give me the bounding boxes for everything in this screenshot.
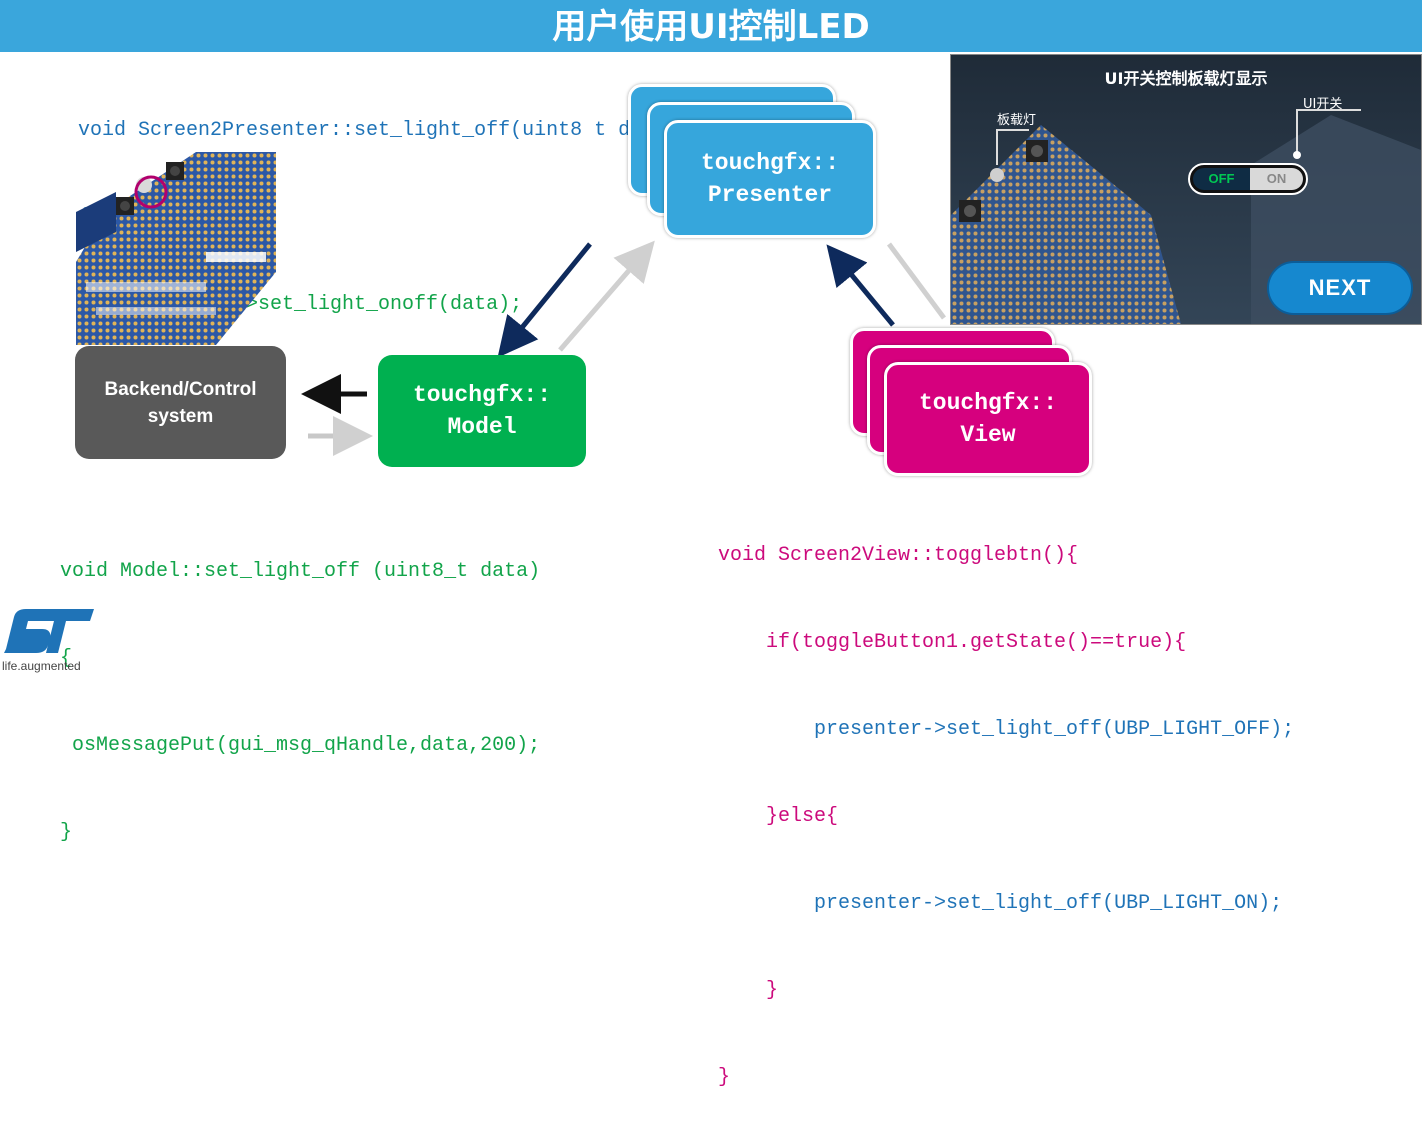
toggle-off[interactable]: OFF xyxy=(1193,168,1250,190)
model-node: touchgfx::Model xyxy=(378,355,586,467)
arrow-presenter-to-view xyxy=(886,242,947,320)
view-node-line-1: touchgfx:: xyxy=(918,390,1058,416)
backend-node-line-2: system xyxy=(147,405,214,427)
arrow-model-to-presenter xyxy=(558,240,655,352)
board-light-label: 板载灯 xyxy=(997,113,1037,128)
model-code-line-3: osMessagePut(gui_msg_qHandle,data,200); xyxy=(60,734,541,757)
view-code-line-6: } xyxy=(718,979,779,1002)
view-code-line-1: void Screen2View::togglebtn(){ xyxy=(718,544,1079,567)
presenter-node-line-1: touchgfx:: xyxy=(700,150,840,176)
title-bar xyxy=(0,0,1422,52)
board-photo xyxy=(76,152,276,345)
arrow-presenter-to-model xyxy=(497,242,592,358)
board-illustration xyxy=(76,152,276,345)
toggle-on[interactable]: ON xyxy=(1250,168,1303,190)
presenter-node: touchgfx::Presenter xyxy=(664,120,876,238)
ui-switch-label: UI开关 xyxy=(1303,97,1343,112)
model-code-line-2: { xyxy=(60,647,73,670)
presenter-node-line-2: Presenter xyxy=(707,182,833,208)
next-button[interactable]: NEXT xyxy=(1267,261,1413,315)
flow-arrows xyxy=(301,240,947,456)
model-code-line-4: } xyxy=(60,821,73,844)
ui-screenshot-inset: UI开关控制板载灯显示 板载灯 UI开关 OFF ON NEXT xyxy=(950,54,1422,325)
view-code-line-5: presenter->set_light_off(UBP_LIGHT_ON); xyxy=(718,892,1283,915)
view-node: touchgfx::View xyxy=(884,362,1092,476)
model-node-line-2: Model xyxy=(447,414,517,440)
view-code-line-3: presenter->set_light_off(UBP_LIGHT_OFF); xyxy=(718,718,1295,741)
model-code-line-1: void Model::set_light_off (uint8_t data) xyxy=(60,560,541,583)
st-logo: life.augmented xyxy=(2,603,102,683)
model-node-line-1: touchgfx:: xyxy=(412,382,552,408)
backend-node: Backend/Control system xyxy=(75,346,286,459)
view-code-line-2: if(toggleButton1.getState()==true){ xyxy=(718,631,1187,654)
presenter-code-line-3: model->set_light_onoff(data); xyxy=(78,293,523,316)
view-code-line-4: }else{ xyxy=(718,805,839,828)
backend-node-line-1: Backend/Control xyxy=(104,378,257,400)
screenshot-title: UI开关控制板载灯显示 xyxy=(1104,69,1268,88)
toggle-switch[interactable]: OFF ON xyxy=(1188,163,1308,195)
view-code-line-7: } xyxy=(718,1066,731,1089)
logo-tagline: life.augmented xyxy=(2,659,81,673)
arrow-view-to-presenter xyxy=(826,244,895,327)
st-logo-mark xyxy=(4,609,94,653)
view-node-line-2: View xyxy=(960,422,1016,448)
page-title: 用户使用UI控制LED xyxy=(552,7,870,47)
